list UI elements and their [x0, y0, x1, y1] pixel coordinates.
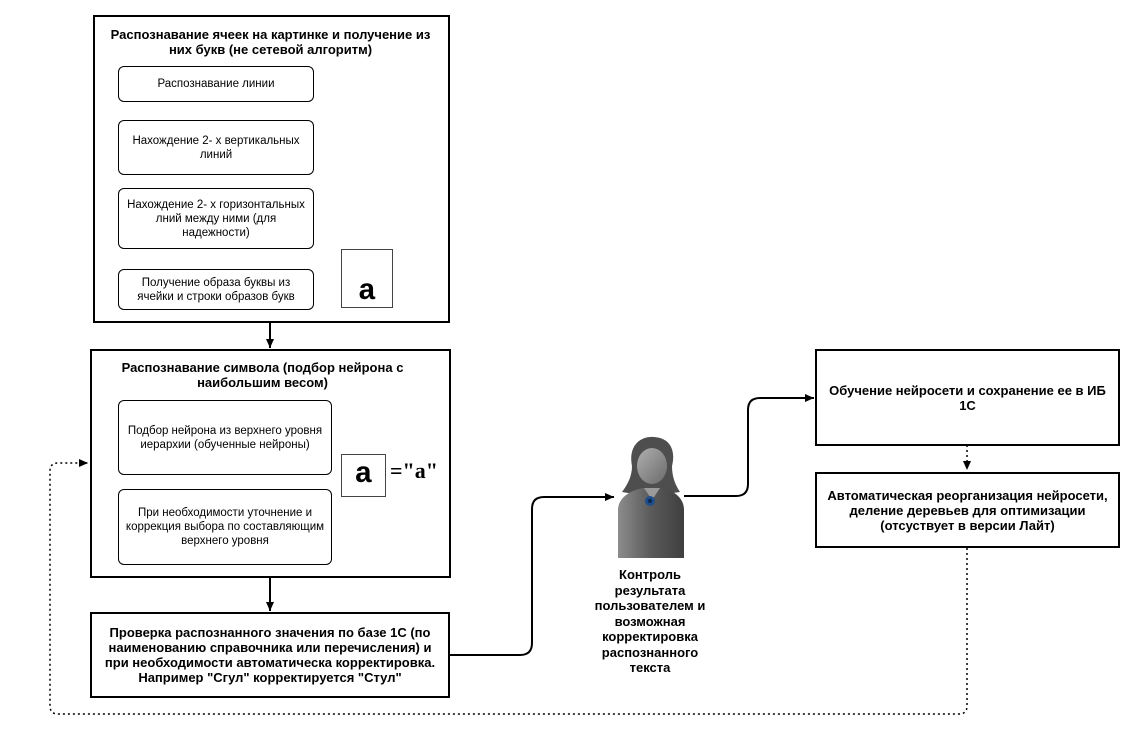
reorganization-block: Автоматическая реорганизация нейросети, … [815, 472, 1120, 548]
step-refinement: При необходимости уточнение и коррекция … [118, 489, 332, 565]
check-1c-block: Проверка распознанного значения по базе … [90, 612, 450, 698]
step-two-vertical-lines: Нахождение 2- х вертикальных линий [118, 120, 314, 175]
letter-cell-glyph-text: a [357, 275, 376, 309]
symbol-glyph: a [341, 454, 386, 497]
user-control-label: Контроль результата пользователем и возм… [594, 567, 706, 675]
user-icon [618, 436, 684, 558]
step-letter-image: Получение образа буквы из ячейки и строк… [118, 269, 314, 310]
arrow-user-to-training [684, 394, 814, 497]
training-block: Обучение нейросети и сохранение ее в ИБ … [815, 349, 1120, 446]
symbol-result-label: ="a" [390, 458, 438, 483]
symbol-glyph-text: a [354, 458, 373, 492]
arrow-reorg-loop-back [49, 459, 968, 715]
step-line-recognition: Распознавание линии [118, 66, 314, 102]
step-neuron-selection: Подбор нейрона из верхнего уровня иерарх… [118, 400, 332, 475]
cells-recognition-title: Распознавание ячеек на картинке и получе… [110, 27, 431, 57]
step-two-horizontal-lines: Нахождение 2- х горизонтальных лний межд… [118, 188, 314, 249]
symbol-recognition-title: Распознавание символа (подбор нейрона с … [121, 360, 404, 390]
arrow-check-to-user [449, 493, 614, 656]
letter-cell-glyph: a [341, 249, 393, 309]
